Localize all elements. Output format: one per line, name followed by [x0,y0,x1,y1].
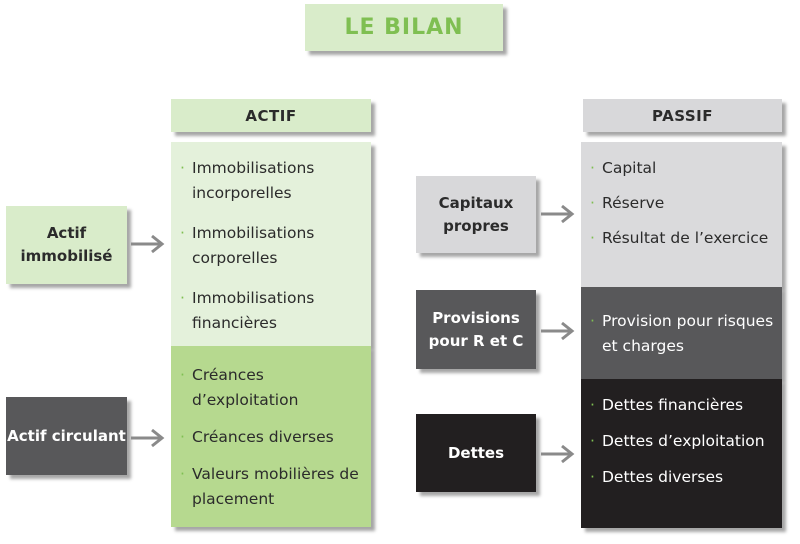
bullet-icon: · [180,289,185,307]
bullet-icon: · [590,312,595,330]
list-item: ·Capital [590,156,774,181]
list-item: ·Immobilisations financières [180,286,363,336]
arrow-right-icon [131,428,165,448]
provisions-list: ·Provision pour risques et charges [581,287,782,379]
bullet-icon: · [590,159,595,177]
bullet-icon: · [590,468,595,486]
actif-header: ACTIF [171,99,371,132]
list-item: ·Dettes d’exploitation [590,429,774,454]
list-item: ·Dettes diverses [590,465,774,490]
list-item: ·Immobilisations corporelles [180,221,363,271]
bullet-icon: · [180,428,185,446]
list-item: ·Résultat de l’exercice [590,226,774,251]
actif-circulant-label: Actif circulant [6,397,127,475]
arrow-right-icon [131,234,165,254]
list-item: ·Dettes financières [590,393,774,418]
actif-circulant-list: ·Créances d’exploitation ·Créances diver… [171,346,371,527]
arrow-right-icon [541,321,575,341]
dettes-list: ·Dettes financières ·Dettes d’exploitati… [581,379,782,528]
passif-header: PASSIF [583,99,782,132]
capitaux-propres-label: Capitaux propres [416,176,536,253]
bullet-icon: · [590,432,595,450]
actif-immobilise-list: ·Immobilisations incorporelles ·Immobili… [171,142,371,346]
list-item: ·Valeurs mobilières de placement [180,462,363,512]
bullet-icon: · [180,465,185,483]
arrow-right-icon [541,204,575,224]
bullet-icon: · [590,229,595,247]
list-item: ·Provision pour risques et charges [590,309,774,359]
list-item: ·Réserve [590,191,774,216]
bullet-icon: · [590,396,595,414]
arrow-right-icon [541,444,575,464]
dettes-label: Dettes [416,414,536,492]
actif-immobilise-label: Actif immobilisé [6,206,127,284]
bullet-icon: · [180,224,185,242]
diagram-title: LE BILAN [305,4,503,51]
list-item: ·Créances d’exploitation [180,363,363,413]
capitaux-propres-list: ·Capital ·Réserve ·Résultat de l’exercic… [581,142,782,287]
bullet-icon: · [180,159,185,177]
list-item: ·Immobilisations incorporelles [180,156,363,206]
provisions-label: Provisions pour R et C [416,290,536,369]
list-item: ·Créances diverses [180,425,363,450]
bullet-icon: · [590,194,595,212]
bullet-icon: · [180,366,185,384]
